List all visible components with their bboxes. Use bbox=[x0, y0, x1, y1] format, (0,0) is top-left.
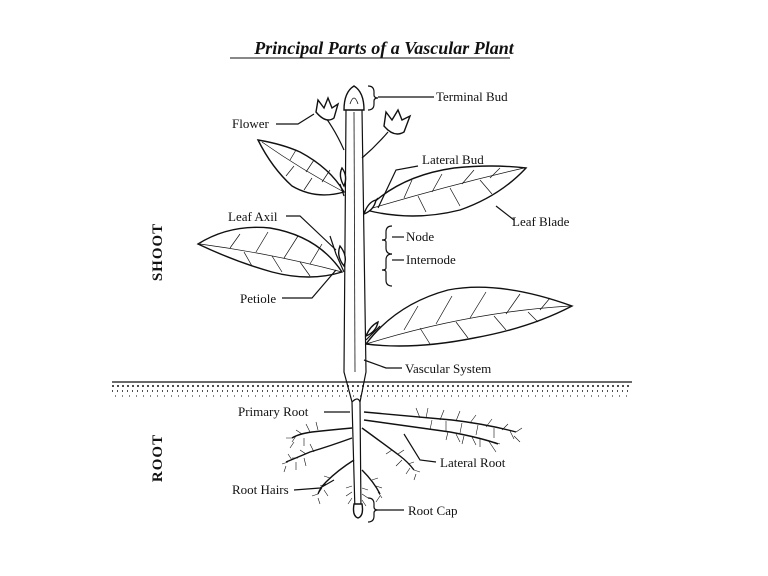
label-lateral-bud: Lateral Bud bbox=[422, 152, 484, 167]
label-leaf-blade: Leaf Blade bbox=[512, 214, 570, 229]
root-cap bbox=[352, 503, 364, 519]
flower-right bbox=[361, 108, 412, 159]
leaf-middle-left bbox=[196, 226, 344, 278]
label-root-cap: Root Cap bbox=[408, 503, 457, 518]
terminal-bud-bracket bbox=[367, 85, 379, 111]
terminal-bud bbox=[343, 85, 365, 111]
label-internode: Internode bbox=[406, 252, 456, 267]
root-section-label: ROOT bbox=[150, 434, 166, 482]
soil-surface bbox=[112, 381, 632, 397]
label-root-hairs: Root Hairs bbox=[232, 482, 289, 497]
leaf-upper-right bbox=[364, 165, 528, 217]
label-leaf-axil: Leaf Axil bbox=[228, 209, 278, 224]
diagram-title: Principal Parts of a Vascular Plant bbox=[253, 38, 515, 58]
label-terminal-bud: Terminal Bud bbox=[436, 89, 508, 104]
label-flower: Flower bbox=[232, 116, 270, 131]
internode-bracket bbox=[381, 253, 393, 287]
label-primary-root: Primary Root bbox=[238, 404, 309, 419]
leader-lines bbox=[276, 96, 515, 511]
stem bbox=[343, 109, 367, 513]
shoot-section-label: SHOOT bbox=[150, 223, 166, 281]
label-petiole: Petiole bbox=[240, 291, 276, 306]
flower-left bbox=[315, 96, 345, 151]
leaf-lower-right bbox=[364, 286, 574, 347]
lateral-buds bbox=[337, 166, 379, 338]
label-vascular-system: Vascular System bbox=[405, 361, 491, 376]
label-node: Node bbox=[406, 229, 434, 244]
lateral-roots bbox=[285, 411, 517, 495]
node-bracket bbox=[381, 225, 393, 255]
root-hairs bbox=[281, 407, 523, 507]
leaf-upper-left bbox=[256, 139, 346, 196]
label-lateral-root: Lateral Root bbox=[440, 455, 506, 470]
